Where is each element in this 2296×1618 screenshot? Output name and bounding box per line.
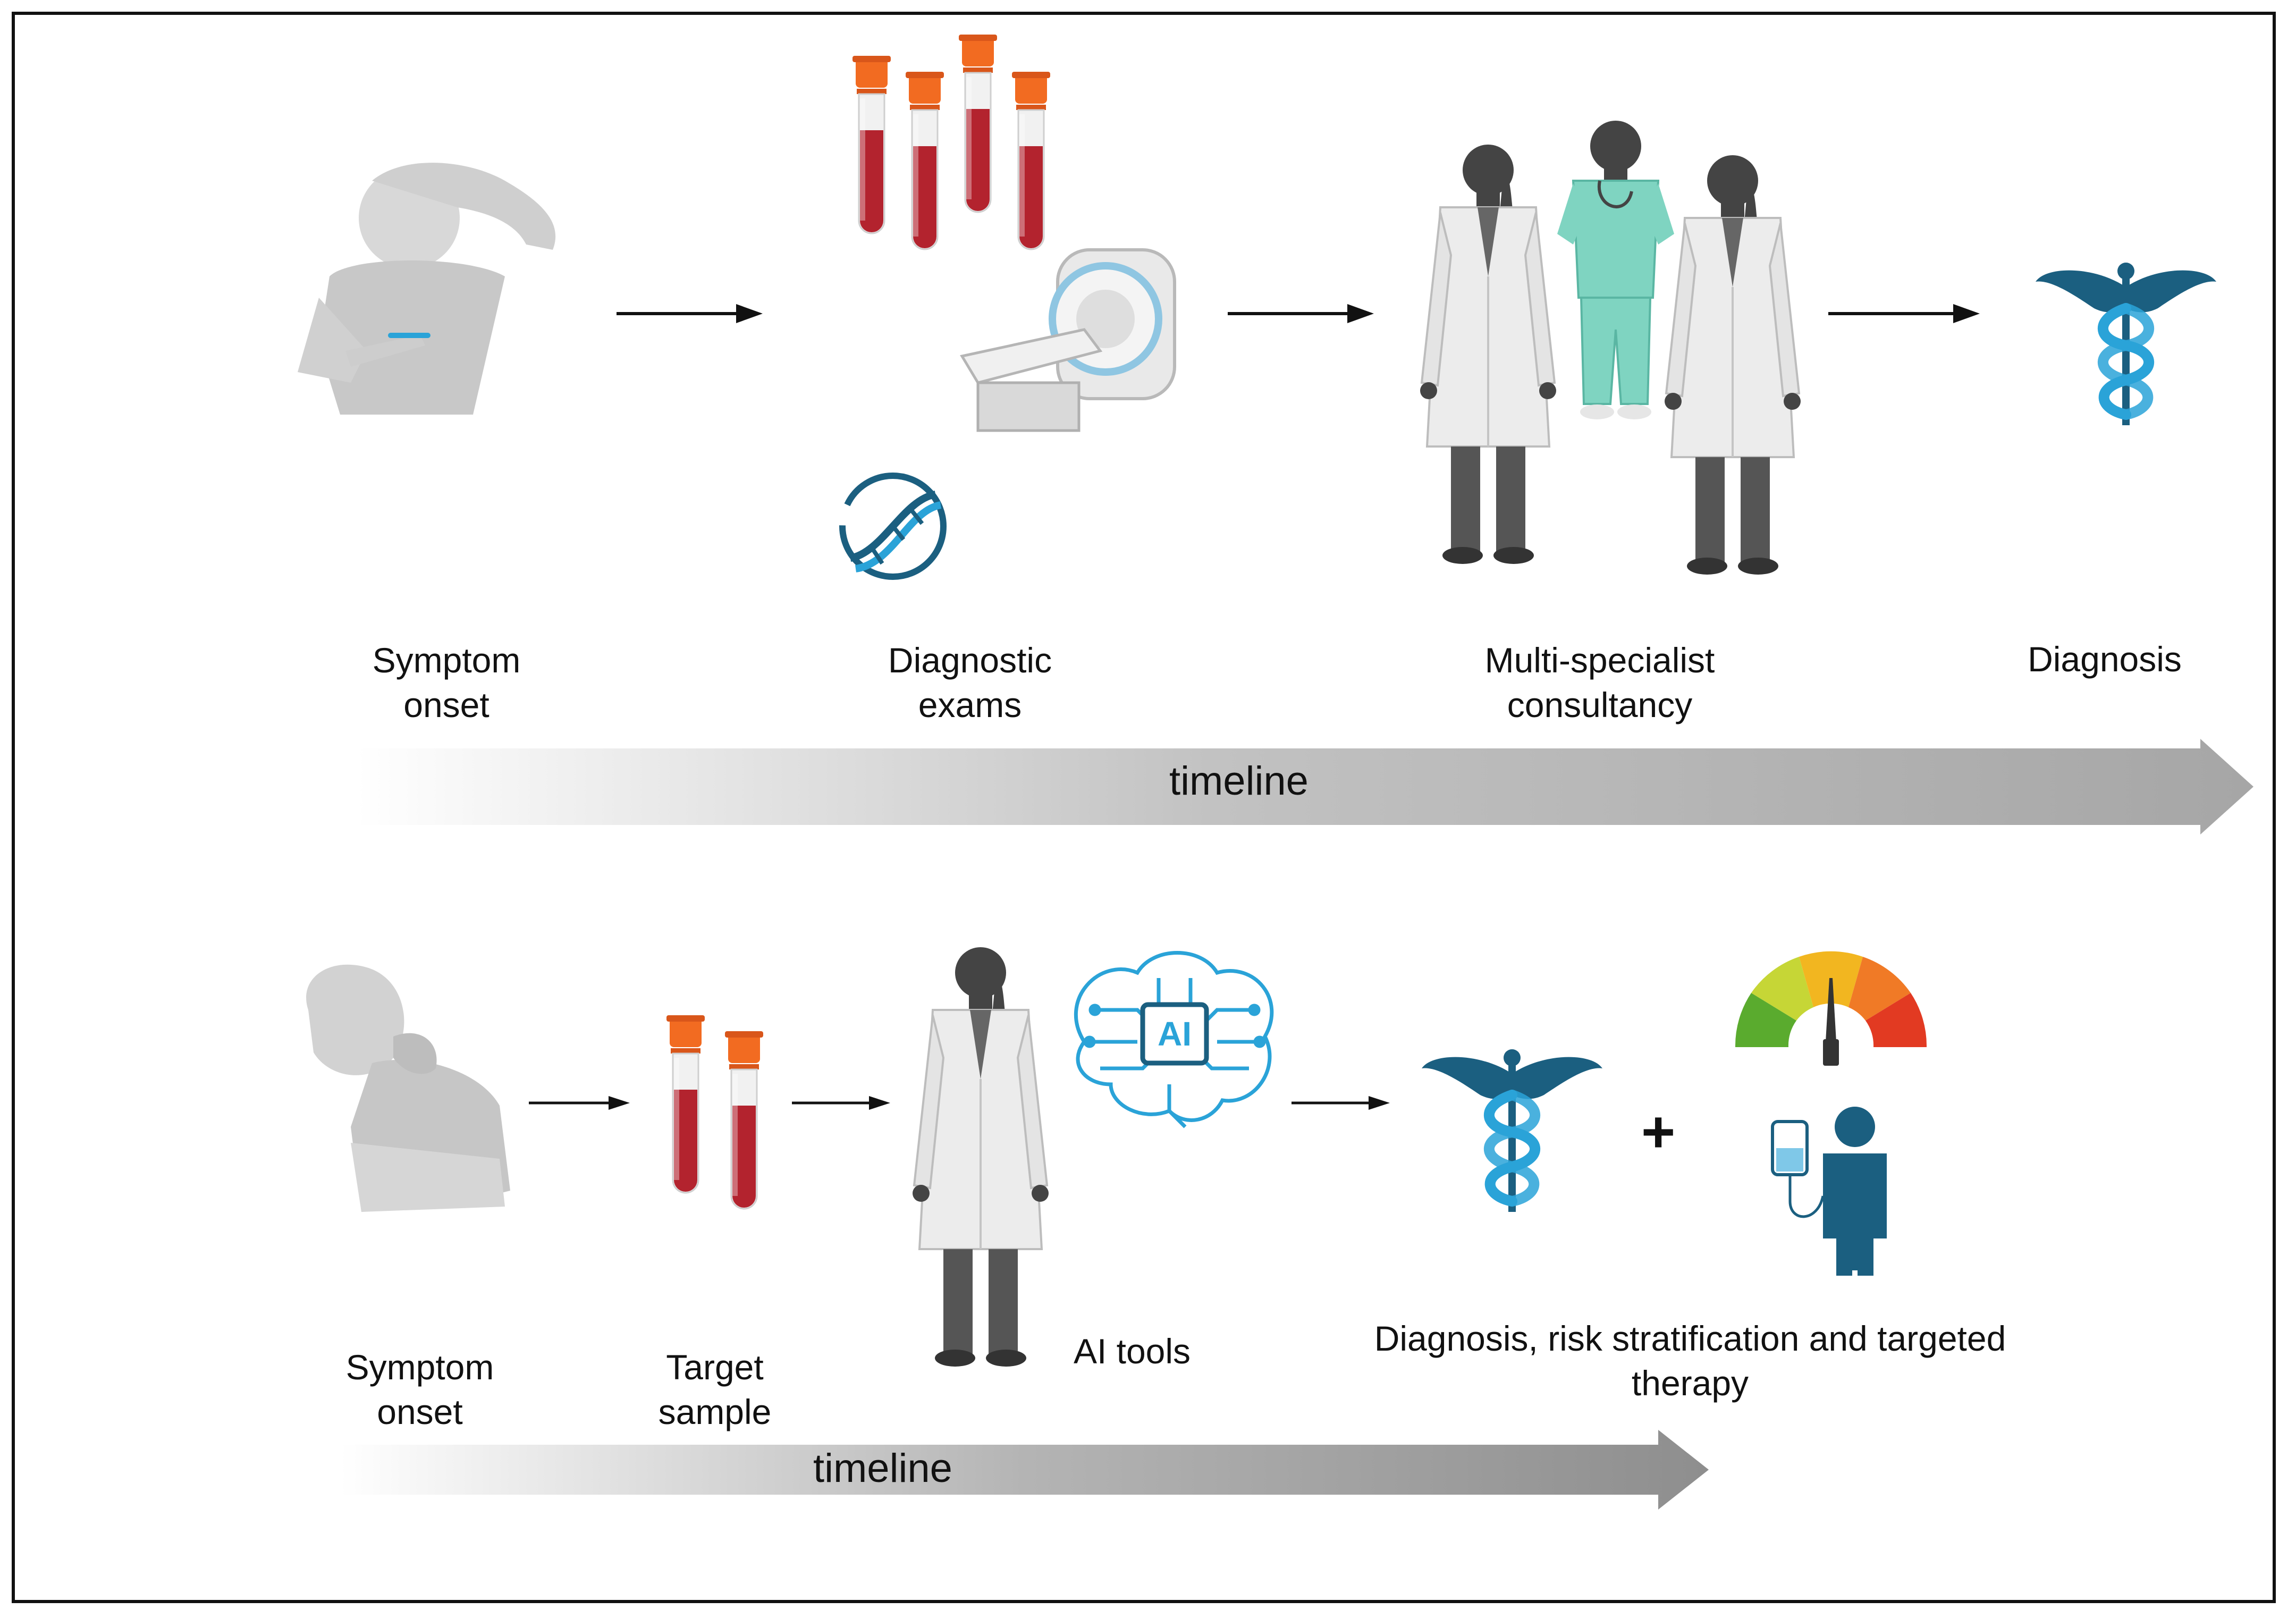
timeline-arrow-bottom (340, 1430, 1709, 1510)
label-line: onset (403, 685, 489, 724)
plus-sign: + (1641, 1099, 1676, 1165)
label-line: Symptom (372, 641, 521, 680)
symptom-person-neck-pain (306, 964, 510, 1212)
label-top-multi-specialist: Multi-specialist consultancy (1462, 638, 1738, 727)
label-top-symptom-onset: Symptom onset (340, 638, 553, 727)
physician-icon (911, 946, 1050, 1368)
label-line: sample (658, 1392, 772, 1431)
label-line: Diagnosis, risk stratification and targe… (1374, 1319, 2006, 1358)
label-line: Multi-specialist (1484, 641, 1715, 680)
label-line: exams (918, 685, 1022, 724)
label-line: onset (377, 1392, 463, 1431)
label-line: therapy (1631, 1363, 1749, 1403)
label-line: Symptom (345, 1347, 494, 1387)
ai-chip-label: AI (1158, 1015, 1192, 1053)
risk-gauge-icon (1735, 951, 1927, 1066)
patient-iv-therapy-icon (1771, 1107, 1887, 1276)
ai-brain-icon (1074, 951, 1274, 1128)
label-line: consultancy (1507, 685, 1693, 724)
mri-scanner-icon (960, 248, 1176, 432)
dna-test-icon (839, 473, 947, 580)
caduceus-diagnosis-icon (2036, 263, 2216, 425)
label-top-diagnosis: Diagnosis (1998, 637, 2211, 681)
label-line: Diagnosis (2028, 639, 2182, 679)
blood-tubes-top (851, 33, 1051, 250)
figure-frame (12, 12, 2276, 1603)
label-line: Diagnostic (888, 641, 1052, 680)
label-line: AI tools (1073, 1332, 1191, 1371)
symptom-person-headache (298, 163, 556, 415)
timeline-arrow-top (356, 739, 2253, 835)
caduceus-diagnosis-icon-bottom (1422, 1049, 1602, 1212)
blood-tubes-bottom (665, 1014, 764, 1210)
label-bottom-ai-tools: AI tools (1026, 1329, 1238, 1373)
label-line: Target (666, 1347, 764, 1387)
timeline-label-top: timeline (1169, 759, 1309, 804)
label-bottom-symptom-onset: Symptom onset (314, 1345, 526, 1434)
multi-specialist-team (1419, 121, 1802, 576)
label-bottom-target-sample: Target sample (609, 1345, 821, 1434)
label-bottom-diagnosis-risk-therapy: Diagnosis, risk stratification and targe… (1318, 1316, 2062, 1405)
label-top-diagnostic-exams: Diagnostic exams (864, 638, 1076, 727)
timeline-label-bottom: timeline (813, 1446, 952, 1491)
